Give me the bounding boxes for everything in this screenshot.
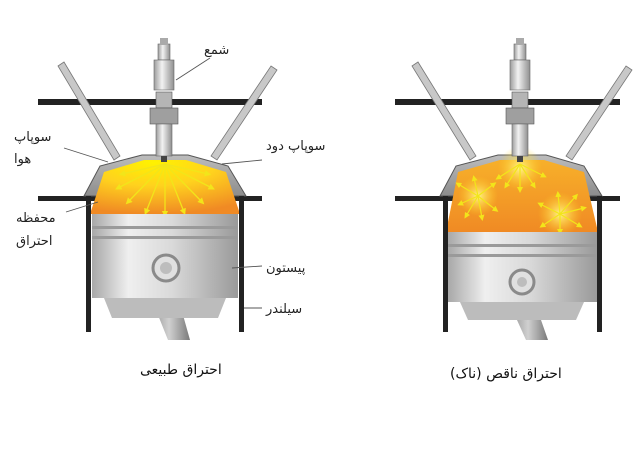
piston [92,214,238,318]
exhaust-valve-knock [565,65,633,161]
intake-valve [57,61,121,161]
leader-intake-valve [63,147,109,163]
cylinder-head-bar-right [395,99,620,105]
intake-valve-knock [411,61,477,161]
leader-exhaust-valve [221,159,263,165]
label-spark-plug: شمع [204,43,230,58]
engine-normal-combustion [38,38,278,340]
label-exhaust-valve: سوپاپ دود [266,139,326,154]
label-intake-valve-line2: هوا [14,152,32,167]
cylinder-wall-left-knock [443,196,448,332]
leader-lines [63,57,263,309]
flame-arrows-knock [455,163,587,235]
leader-spark-plug [175,57,211,81]
spark-plug [149,38,179,162]
label-intake-valve-line1: سوپاپ [14,130,52,145]
cylinder-wall-left [86,196,91,332]
engine-knock-combustion [395,38,633,340]
cylinder-wall-right-knock [597,196,602,332]
label-chamber-line1: محفظه [16,211,56,226]
spark-plug-knock [505,38,535,162]
caption-normal-combustion: احتراق طبیعی [140,362,222,378]
leader-piston [231,265,263,269]
piston-knock [448,232,597,320]
label-chamber-line2: احتراق [16,234,53,249]
caption-knock-combustion: احتراق ناقص (ناک) [450,366,562,382]
label-cylinder: سیلندر [266,302,303,317]
label-piston: پیستون [266,261,306,276]
leader-chamber [65,201,99,213]
exhaust-valve [210,65,278,161]
flame-arrows-normal [115,163,215,218]
cylinder-head-bar-left [38,99,262,105]
cylinder-wall-right [239,196,244,332]
